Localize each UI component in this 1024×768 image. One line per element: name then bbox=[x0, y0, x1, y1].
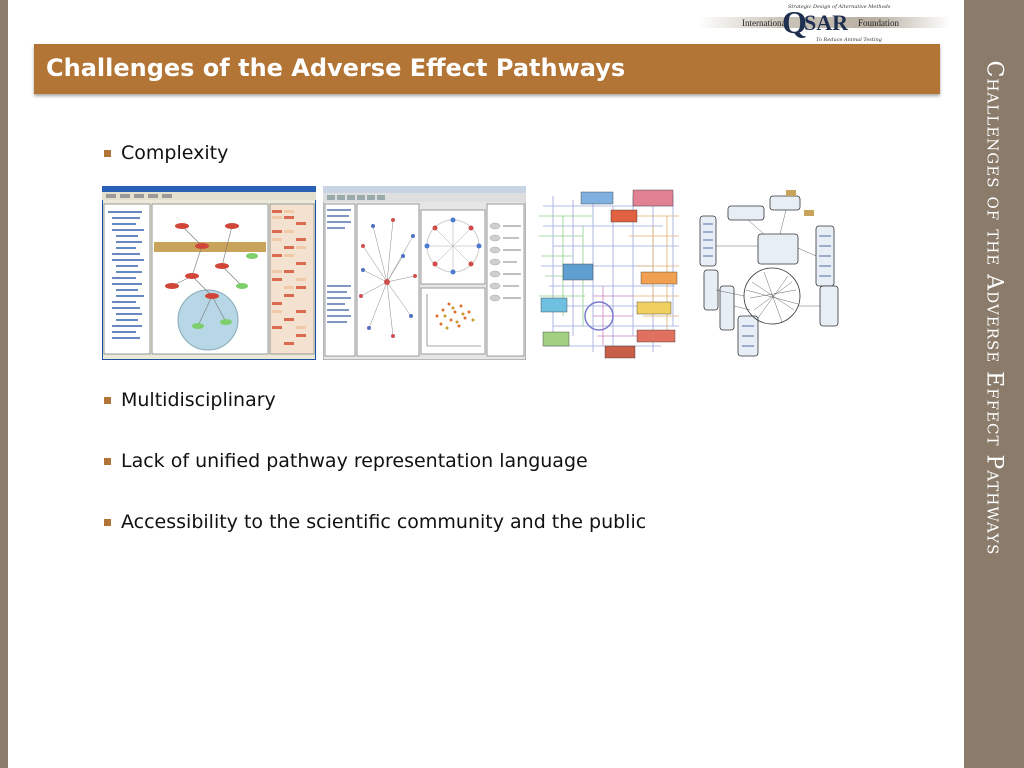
bullet-text: Complexity bbox=[121, 142, 229, 164]
bullet-marker bbox=[104, 518, 111, 526]
bullet-text: Multidisciplinary bbox=[121, 389, 276, 411]
slide-title: Challenges of the Adverse Effect Pathway… bbox=[46, 54, 626, 82]
bullet-complexity: Complexity bbox=[104, 142, 228, 164]
bullet-representation-language: Lack of unified pathway representation l… bbox=[104, 450, 588, 472]
right-sidebar bbox=[964, 0, 1024, 768]
network-analysis-screenshot bbox=[322, 185, 527, 361]
logo-subline: To Reduce Animal Testing bbox=[816, 37, 882, 43]
logo-right-word: Foundation bbox=[858, 18, 900, 28]
bullet-marker bbox=[104, 457, 111, 465]
pathway-editor-screenshot bbox=[101, 185, 317, 361]
qsar-foundation-logo: Strategic Design of Alternative Methods … bbox=[698, 0, 950, 44]
left-border bbox=[0, 0, 8, 768]
vertical-slide-title: Challenges of the Adverse Effect Pathway… bbox=[981, 60, 1007, 556]
bullet-multidisciplinary: Multidisciplinary bbox=[104, 389, 276, 411]
logo-brand-sar: SAR bbox=[804, 10, 849, 35]
title-bar: Challenges of the Adverse Effect Pathway… bbox=[34, 44, 940, 94]
bullet-text: Accessibility to the scientific communit… bbox=[121, 511, 647, 533]
bullet-marker bbox=[104, 149, 111, 157]
bullet-marker bbox=[104, 396, 111, 404]
bullet-text: Lack of unified pathway representation l… bbox=[121, 450, 588, 472]
bullet-accessibility: Accessibility to the scientific communit… bbox=[104, 511, 646, 533]
metabolic-pathway-map bbox=[533, 186, 685, 360]
signaling-network-diagram bbox=[694, 186, 846, 360]
logo-brand-q: Q bbox=[782, 4, 807, 40]
logo-tagline: Strategic Design of Alternative Methods bbox=[788, 4, 891, 10]
logo-left-word: International bbox=[742, 18, 788, 28]
